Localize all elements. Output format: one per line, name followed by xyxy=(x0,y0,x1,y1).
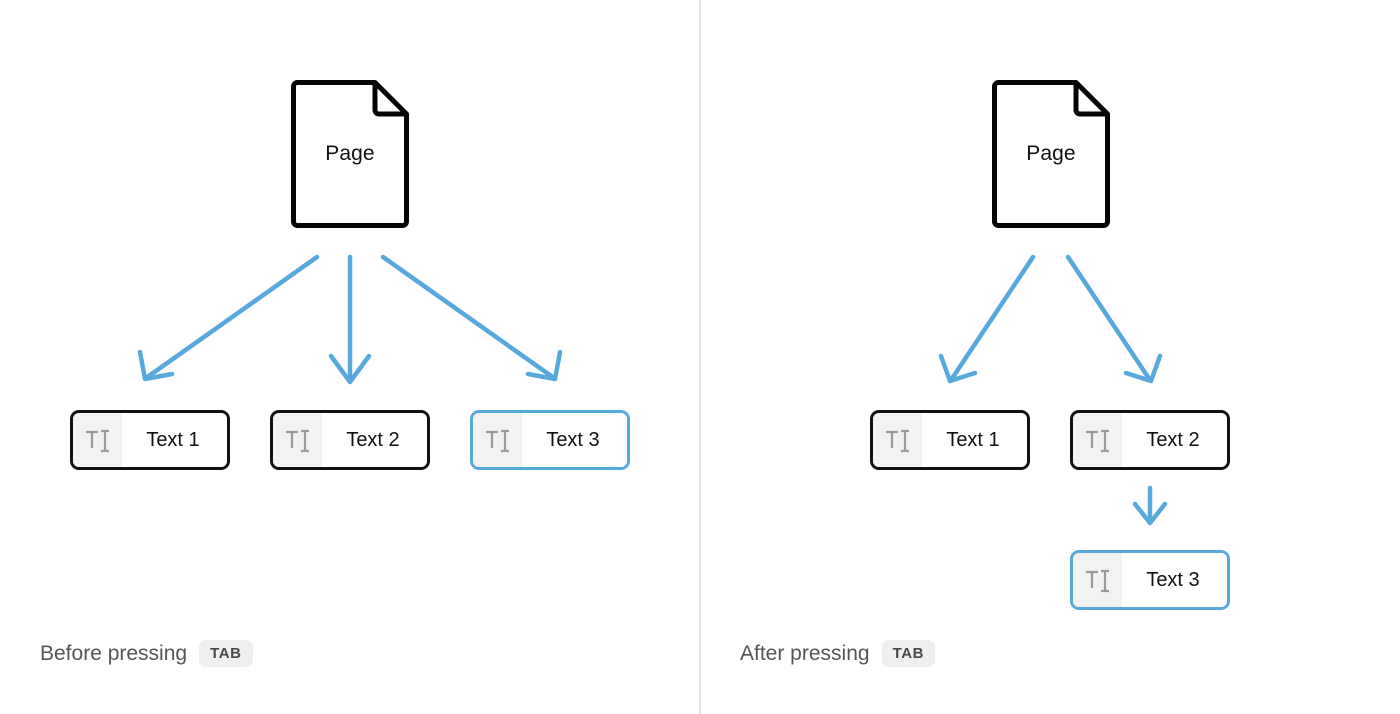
text-node-text3-before[interactable]: Text 3 xyxy=(470,410,630,470)
text-node-text2-after[interactable]: Text 2 xyxy=(1070,410,1230,470)
caption-text: Before pressing xyxy=(40,641,188,665)
edge-page-to-text3-arrowhead xyxy=(525,349,563,382)
edge-page-to-text3 xyxy=(380,254,557,381)
text-node-label: Text 3 xyxy=(522,413,627,467)
edge-page-to-text2-arrowhead xyxy=(328,353,372,385)
edge-page-to-text1 xyxy=(143,254,320,381)
caption-before: Before pressing TAB xyxy=(40,640,253,667)
key-badge-tab: TAB xyxy=(199,640,253,667)
caption-text: After pressing xyxy=(740,641,870,665)
text-node-text3-after[interactable]: Text 3 xyxy=(1070,550,1230,610)
text-node-label: Text 3 xyxy=(1122,553,1227,607)
text-node-text1-after[interactable]: Text 1 xyxy=(870,410,1030,470)
text-node-label: Text 2 xyxy=(322,413,427,467)
page-document-icon xyxy=(291,80,409,228)
text-field-icon xyxy=(73,413,122,467)
text-node-text1-before[interactable]: Text 1 xyxy=(70,410,230,470)
page-node-before[interactable]: Page xyxy=(289,78,411,230)
page-node-after[interactable]: Page xyxy=(990,78,1112,230)
text-node-label: Text 1 xyxy=(122,413,227,467)
edge-text2-to-text3-arrowhead xyxy=(1132,501,1168,526)
edge-page-to-text1-arrowhead xyxy=(938,353,978,384)
text-node-label: Text 2 xyxy=(1122,413,1227,467)
edge-page-to-text2 xyxy=(1065,254,1153,383)
panel-after: Page Text 1 xyxy=(701,0,1400,714)
key-badge-tab: TAB xyxy=(881,640,936,667)
edge-page-to-text1 xyxy=(948,254,1036,383)
text-field-icon xyxy=(1073,553,1122,607)
caption-after: After pressing TAB xyxy=(740,640,936,667)
page-document-icon xyxy=(992,80,1110,228)
edge-page-to-text1-arrowhead xyxy=(137,349,175,382)
text-field-icon xyxy=(273,413,322,467)
panel-before: Page Text 1 xyxy=(0,0,699,714)
text-node-text2-before[interactable]: Text 2 xyxy=(270,410,430,470)
text-node-label: Text 1 xyxy=(922,413,1027,467)
edge-page-to-text2-arrowhead xyxy=(1123,353,1163,384)
text-field-icon xyxy=(1073,413,1122,467)
text-field-icon xyxy=(873,413,922,467)
panel-divider xyxy=(699,0,701,714)
text-field-icon xyxy=(473,413,522,467)
